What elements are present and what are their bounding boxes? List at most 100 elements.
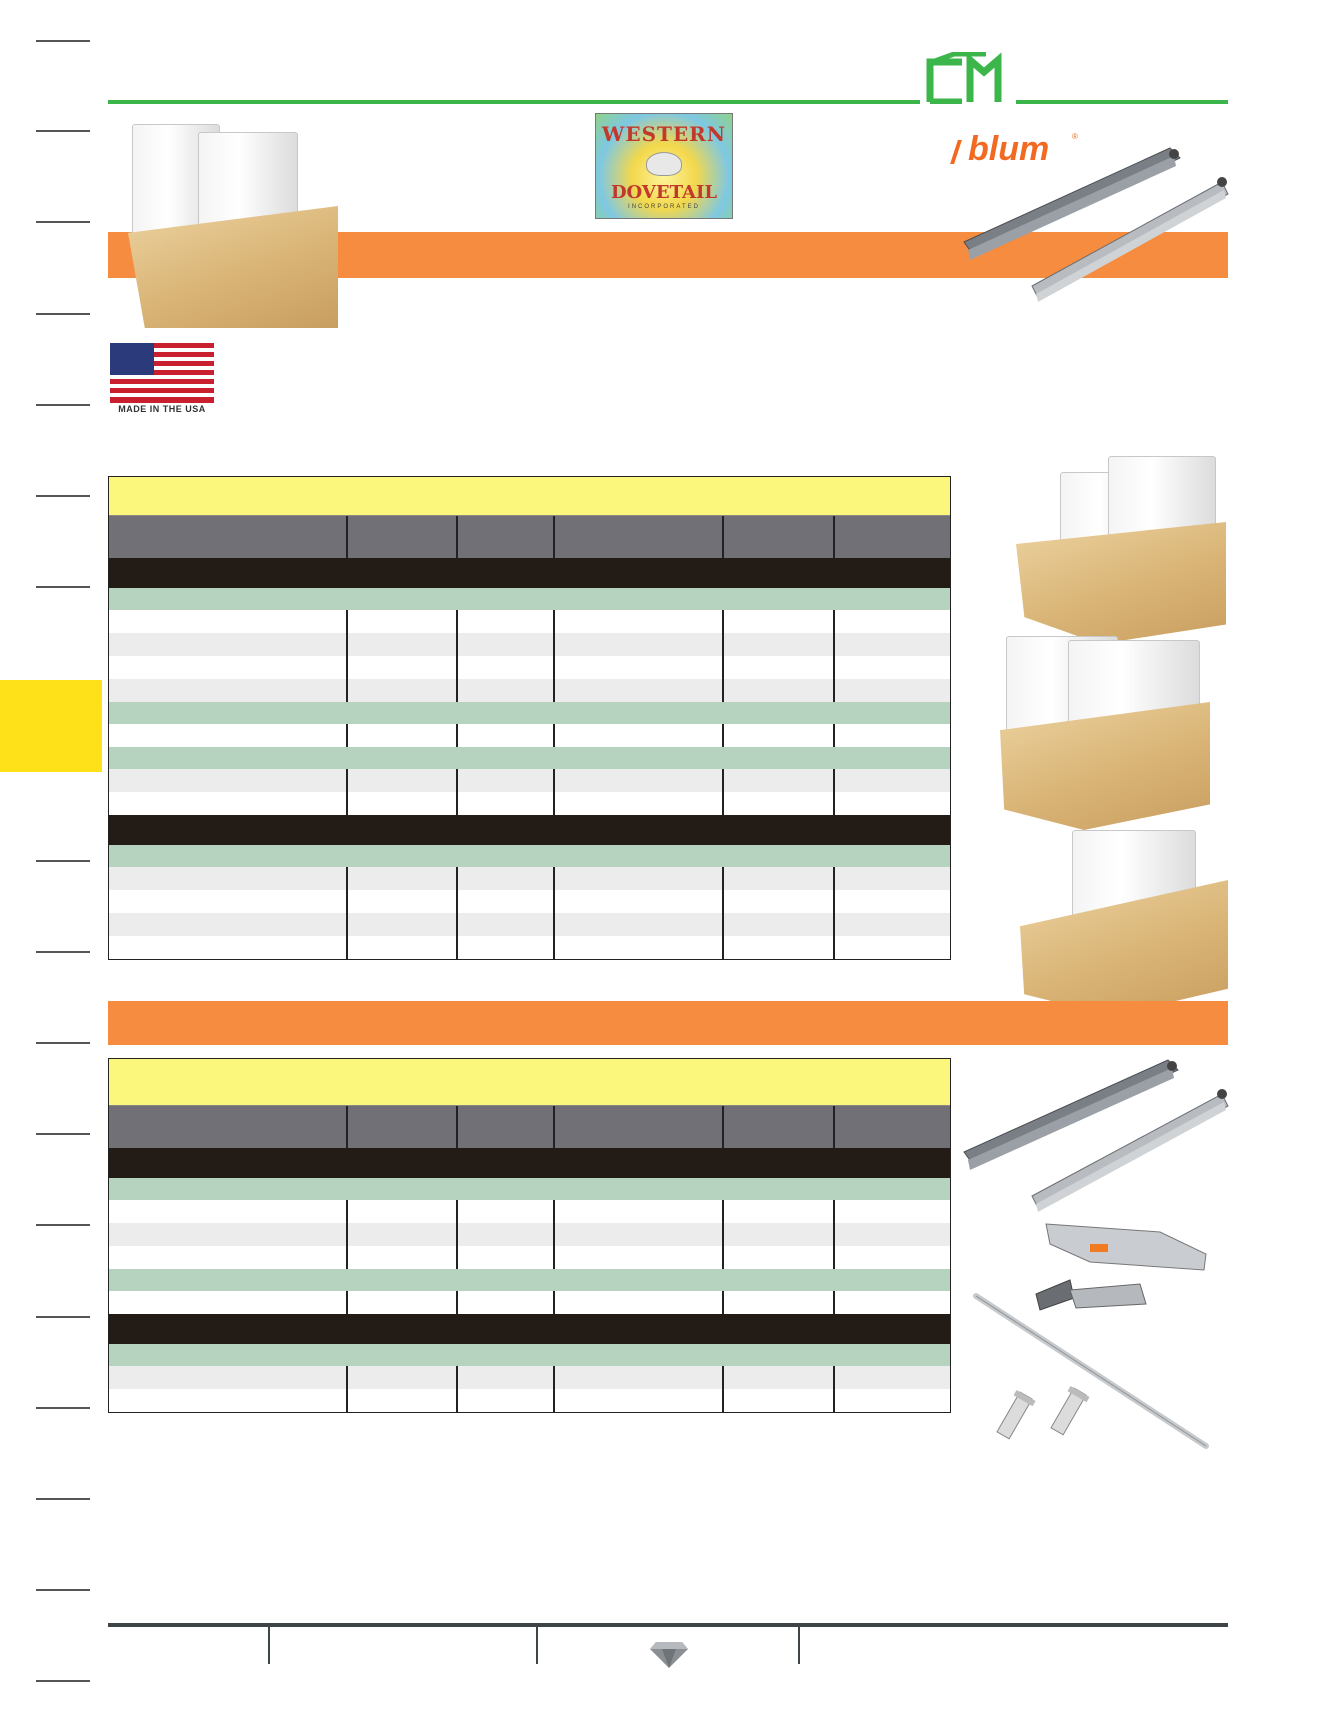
table-cell [109,867,347,890]
table-cell [109,769,347,792]
table-cell [833,1389,950,1412]
table-cell [346,1223,457,1246]
locking-device-image [1030,1218,1210,1318]
table-cell [346,1200,457,1223]
table-subheader-row [109,1269,950,1291]
table-row [109,913,950,936]
table-cell [833,656,950,679]
table-header-cell [553,516,723,558]
table-cell [722,913,834,936]
synchronization-rod-image [970,1290,1220,1460]
table-cell [833,913,950,936]
double-bin-image-1 [1016,456,1228,646]
margin-tick [36,1680,90,1682]
table-cell [722,610,834,633]
table-cell [833,1366,950,1389]
table-header-cell [346,516,457,558]
margin-tick [36,404,90,406]
table-cell [553,890,723,913]
blum-logo: blum ® [950,130,1092,170]
table-cell [109,702,950,724]
table-cell [833,890,950,913]
margin-tick [36,1224,90,1226]
table-cell [833,769,950,792]
table-cell [722,890,834,913]
table-cell [722,1366,834,1389]
table-header-cell [722,1106,834,1148]
footer-separator [268,1627,270,1664]
table-cell [553,656,723,679]
table-cell [109,633,347,656]
table-header-cell [833,516,950,558]
table-cell [109,1389,347,1412]
table-row [109,724,950,747]
usa-flag-icon [110,343,214,403]
margin-tick [36,313,90,315]
table-cell [109,1223,347,1246]
table-cell [109,1178,950,1200]
table-cell [833,679,950,702]
margin-tick [36,221,90,223]
table-cell [109,1200,347,1223]
table-section-row [109,1314,950,1344]
table-header-cell [833,1106,950,1148]
margin-tick [36,1316,90,1318]
table-cell [109,1269,950,1291]
table-cell [833,724,950,747]
table-cell [833,633,950,656]
table-cell [553,792,723,815]
table-cell [109,558,950,588]
table-cell [833,1246,950,1269]
table-cell [456,769,554,792]
table-cell [109,1246,347,1269]
table-cell [722,936,834,959]
header-rule-right [1016,100,1228,104]
single-bin-image [1020,830,1230,1020]
table-cell [346,792,457,815]
table-cell [722,769,834,792]
table-row [109,890,950,913]
margin-tick [36,1407,90,1409]
table-cell [109,610,347,633]
table-cell [553,1246,723,1269]
table-cell [456,913,554,936]
table-cell [553,936,723,959]
table-cell [833,1223,950,1246]
table-row [109,867,950,890]
margin-tick [36,1133,90,1135]
table-cell [346,724,457,747]
table-header-cell [109,516,347,558]
table-row [109,1200,950,1223]
table-cell [722,792,834,815]
table-cell [553,1291,723,1314]
table-header-row [109,516,950,558]
table-row [109,1223,950,1246]
drawer-slides-image-top [960,146,1230,306]
table-cell [722,679,834,702]
table-cell [722,656,834,679]
table-cell [456,936,554,959]
table-cell [722,1246,834,1269]
cm-logo [926,51,1008,106]
table-subheader-row [109,845,950,867]
drawer-slides-image-bottom [960,1058,1232,1214]
table-cell [346,867,457,890]
table-header-cell [456,516,554,558]
blum-registered-mark: ® [1072,132,1078,141]
table-subheader-row [109,1344,950,1366]
table-cell [833,792,950,815]
table-header-cell [722,516,834,558]
flag-caption: MADE IN THE USA [118,404,206,414]
table-section-row [109,558,950,588]
table-cell [346,679,457,702]
table-cell [553,724,723,747]
table-cell [456,867,554,890]
section-tab[interactable] [0,680,102,772]
table-subheader-row [109,747,950,769]
table-section-row [109,1148,950,1178]
table-cell [553,1223,723,1246]
double-bin-product-image [128,114,342,328]
table-cell [346,769,457,792]
table-cell [833,867,950,890]
table-cell [109,890,347,913]
